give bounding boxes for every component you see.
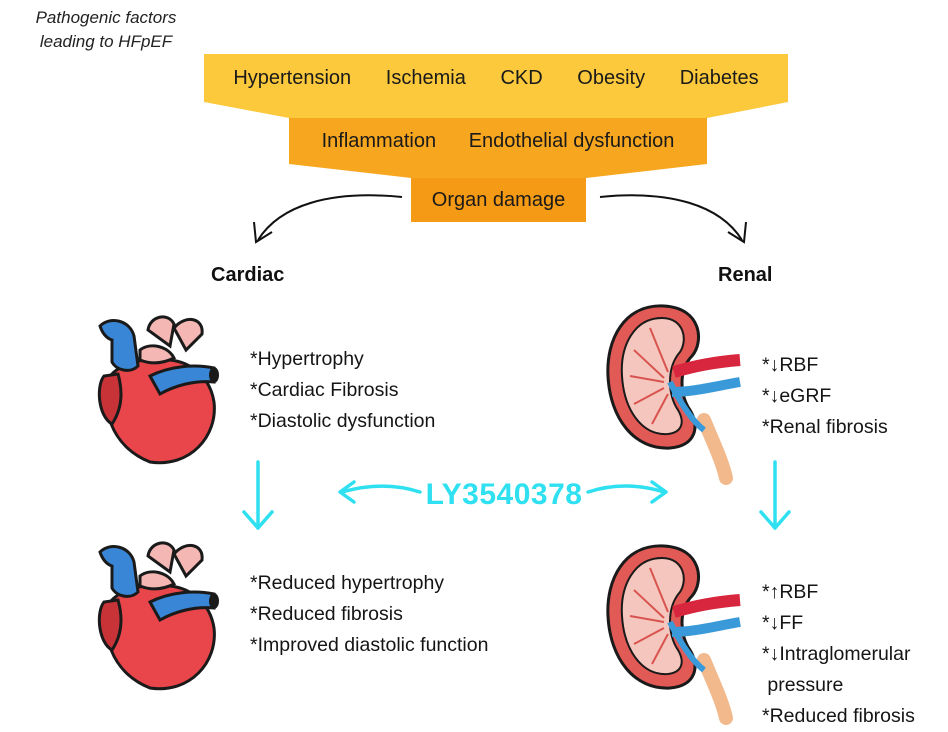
funnel-band-organ-damage: Organ damage bbox=[411, 178, 586, 222]
factor-ischemia: Ischemia bbox=[385, 66, 466, 89]
heart-icon-improved bbox=[97, 541, 219, 691]
funnel-band-risk-factors: Hypertension Ischemia CKD Obesity Diabet… bbox=[204, 54, 788, 102]
arrow-to-renal bbox=[599, 194, 743, 241]
kidney-icon-improved bbox=[606, 544, 741, 725]
renal-heading: Renal bbox=[718, 264, 773, 286]
arrow-to-cardiac bbox=[257, 194, 403, 241]
funnel-band-mechanisms: Inflammation Endothelial dysfunction bbox=[289, 118, 707, 164]
kidney-icon bbox=[606, 304, 741, 485]
list-item: *Diastolic dysfunction bbox=[250, 410, 436, 432]
list-item: *Improved diastolic function bbox=[250, 634, 489, 656]
renal-before-list: *↓RBF *↓eGRF *Renal fibrosis bbox=[762, 350, 888, 443]
list-item: *Reduced hypertrophy bbox=[250, 572, 445, 594]
cardiac-heading: Cardiac bbox=[211, 264, 285, 286]
drug-right-arrow-head bbox=[650, 480, 668, 504]
list-item: *↓eGRF bbox=[762, 385, 832, 407]
list-item: *Reduced fibrosis bbox=[762, 705, 915, 727]
cardiac-before-list: *Hypertrophy *Cardiac Fibrosis *Diastoli… bbox=[250, 344, 435, 437]
factor-inflammation: Inflammation bbox=[321, 129, 437, 152]
list-item: *↑RBF bbox=[762, 581, 819, 603]
heart-icon bbox=[97, 315, 219, 465]
title-line-2: leading to HFpEF bbox=[39, 32, 173, 51]
list-item: *Renal fibrosis bbox=[762, 416, 888, 438]
drug-left-arrow-head bbox=[338, 480, 356, 504]
cardiac-down-arrow-head bbox=[242, 510, 274, 530]
arrow-to-renal-head bbox=[727, 221, 747, 244]
factor-organ-damage: Organ damage bbox=[431, 188, 566, 211]
factor-hypertension: Hypertension bbox=[233, 66, 352, 89]
list-item: pressure bbox=[762, 674, 844, 696]
list-item: *Reduced fibrosis bbox=[250, 603, 403, 625]
drug-label: LY3540378 bbox=[425, 478, 583, 511]
title-line-1: Pathogenic factors bbox=[35, 8, 177, 27]
arrow-to-cardiac-head bbox=[253, 221, 273, 244]
renal-after-list: *↑RBF *↓FF *↓Intraglomerular pressure *R… bbox=[762, 577, 915, 732]
factor-ckd: CKD bbox=[500, 66, 543, 89]
factor-diabetes: Diabetes bbox=[679, 66, 759, 89]
drug-left-arrow bbox=[340, 484, 422, 494]
funnel-wedge-2 bbox=[289, 164, 707, 178]
figure-title: Pathogenic factors leading to HFpEF bbox=[6, 6, 206, 54]
list-item: *Cardiac Fibrosis bbox=[250, 379, 399, 401]
funnel-wedge-1 bbox=[204, 102, 788, 118]
renal-down-arrow-head bbox=[759, 510, 791, 530]
cardiac-after-list: *Reduced hypertrophy *Reduced fibrosis *… bbox=[250, 568, 488, 661]
list-item: *↓RBF bbox=[762, 354, 819, 376]
drug-right-arrow bbox=[586, 484, 666, 494]
list-item: *↓FF bbox=[762, 612, 804, 634]
list-item: *Hypertrophy bbox=[250, 348, 364, 370]
factor-endothelial-dysfunction: Endothelial dysfunction bbox=[468, 129, 675, 152]
list-item: *↓Intraglomerular bbox=[762, 643, 911, 665]
factor-obesity: Obesity bbox=[577, 66, 646, 89]
